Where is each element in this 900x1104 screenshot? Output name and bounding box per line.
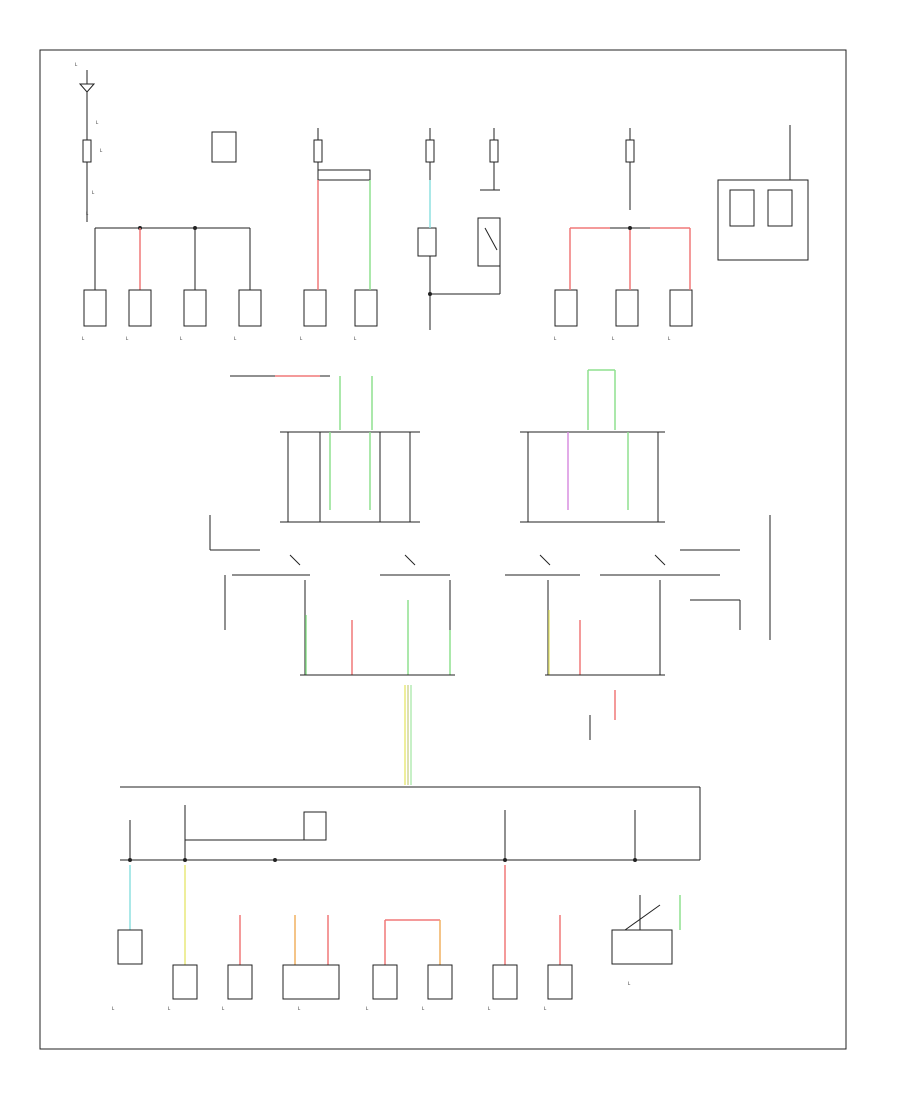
component-box <box>729 189 755 227</box>
component-box <box>282 964 340 1000</box>
diagram-label: L <box>612 336 615 341</box>
diagram-label: L <box>126 336 129 341</box>
splice-dot <box>633 858 637 862</box>
diagram-label: L <box>96 120 99 125</box>
wire <box>654 554 666 566</box>
diagram-label: L <box>554 336 557 341</box>
diagram-label: L <box>300 336 303 341</box>
wire <box>484 227 498 251</box>
component-box <box>211 131 237 163</box>
component-box <box>117 929 143 965</box>
component-box <box>611 929 673 965</box>
component-box <box>547 964 573 1000</box>
component-box <box>425 139 435 163</box>
component-box <box>417 227 437 257</box>
diagram-label: L <box>75 62 78 67</box>
diagram-label: L <box>168 1006 171 1011</box>
diagram-label: L <box>354 336 357 341</box>
diagram-label: L <box>86 211 89 216</box>
diagram-label: L <box>112 1006 115 1011</box>
diagram-label: L <box>82 336 85 341</box>
diagram-label: L <box>544 1006 547 1011</box>
top-row: L L L L L L L L L L L L L L <box>75 62 809 341</box>
diagram-label: L <box>298 1006 301 1011</box>
diagram-label: L <box>92 190 95 195</box>
component-box <box>354 289 378 327</box>
splice-dot <box>273 858 277 862</box>
splice-dot <box>503 858 507 862</box>
wire <box>404 554 416 566</box>
component-box <box>625 139 635 163</box>
component-box <box>489 139 499 163</box>
lower-bus <box>120 685 701 862</box>
component-box <box>183 289 207 327</box>
wire <box>539 554 551 566</box>
diagram-label: L <box>628 981 631 986</box>
switch-layer <box>230 369 665 523</box>
diagram-label: L <box>222 1006 225 1011</box>
component-box <box>669 289 693 327</box>
component-box <box>303 811 327 841</box>
component-box <box>317 169 371 181</box>
component-box <box>492 964 518 1000</box>
component-box <box>427 964 453 1000</box>
diagram-label: L <box>422 1006 425 1011</box>
actuator-layer <box>209 515 771 676</box>
splice-dot <box>628 226 632 230</box>
component-box <box>227 964 253 1000</box>
component-box <box>238 289 262 327</box>
component-box <box>767 189 793 227</box>
splice-dot <box>183 858 187 862</box>
component-box <box>82 139 92 163</box>
component-box <box>83 289 107 327</box>
splice-dot <box>428 292 432 296</box>
component-box <box>477 217 501 267</box>
diagram-label: L <box>488 1006 491 1011</box>
component-box <box>554 289 578 327</box>
component-box <box>128 289 152 327</box>
splice-dot <box>128 858 132 862</box>
component-box <box>615 289 639 327</box>
diagram-label: L <box>668 336 671 341</box>
diagram-label: L <box>234 336 237 341</box>
diagram-label: L <box>180 336 183 341</box>
component-box <box>303 289 327 327</box>
wire <box>624 904 661 931</box>
component-box <box>172 964 198 1000</box>
wire <box>289 554 301 566</box>
ground-symbol <box>78 83 96 93</box>
diagram-label: L <box>366 1006 369 1011</box>
diagram-border <box>39 49 847 1050</box>
component-box <box>313 139 323 163</box>
bottom-row: L L L L L L L L L <box>112 865 681 1011</box>
diagram-label: L <box>100 148 103 153</box>
component-box <box>372 964 398 1000</box>
